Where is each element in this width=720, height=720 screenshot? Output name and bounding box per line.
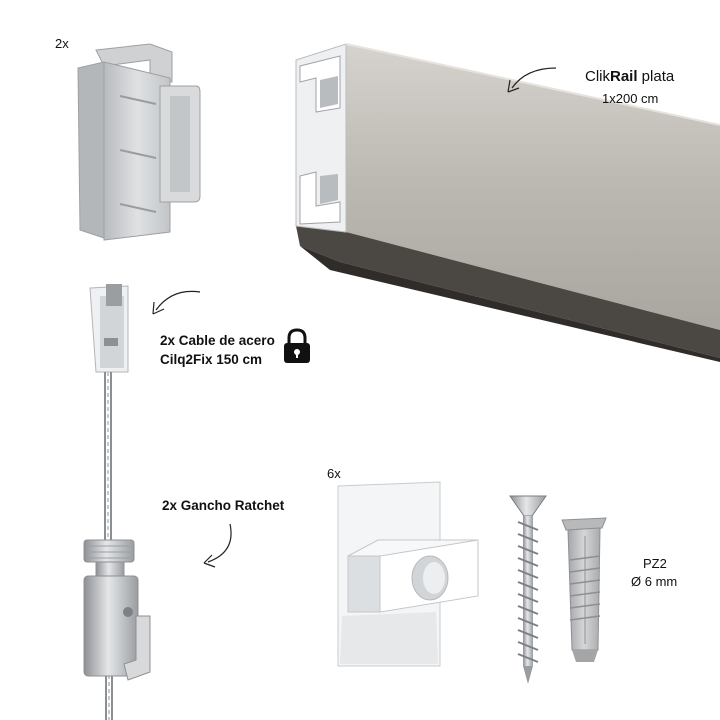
bracket-quantity-label: 6x <box>327 466 341 481</box>
cable-pointer-arrow <box>155 290 201 311</box>
hook-label: 2x Gancho Ratchet <box>162 498 285 513</box>
clip-quantity-label: 2x <box>55 36 69 51</box>
rail-pointer-arrow <box>511 67 557 89</box>
rail-brand-prefix: Clik <box>585 68 610 85</box>
end-clip <box>77 43 201 241</box>
screw <box>509 495 547 684</box>
steel-cable <box>89 284 129 720</box>
rail-suffix: plata <box>637 68 675 85</box>
plug-diameter-label: Ø 6 mm <box>631 574 678 589</box>
ratchet-hook <box>83 539 151 681</box>
cable-label: 2x Cable de acero Cilq2Fix 150 cm <box>160 331 275 369</box>
rail-brand-bold: Rail <box>610 68 638 85</box>
rail-size-label: 1x200 cm <box>602 91 659 106</box>
cable-label-line1: 2x Cable de acero <box>160 333 275 348</box>
rail-name-label: ClikRail plata <box>585 68 674 85</box>
clikrail-profile <box>295 43 720 362</box>
screw-type-label: PZ2 <box>643 556 667 571</box>
wall-plug <box>561 517 607 662</box>
cable-label-line2: Cilq2Fix 150 cm <box>160 352 263 367</box>
wall-bracket <box>337 481 479 667</box>
hook-pointer-arrow <box>207 523 232 563</box>
padlock-icon <box>284 328 310 363</box>
